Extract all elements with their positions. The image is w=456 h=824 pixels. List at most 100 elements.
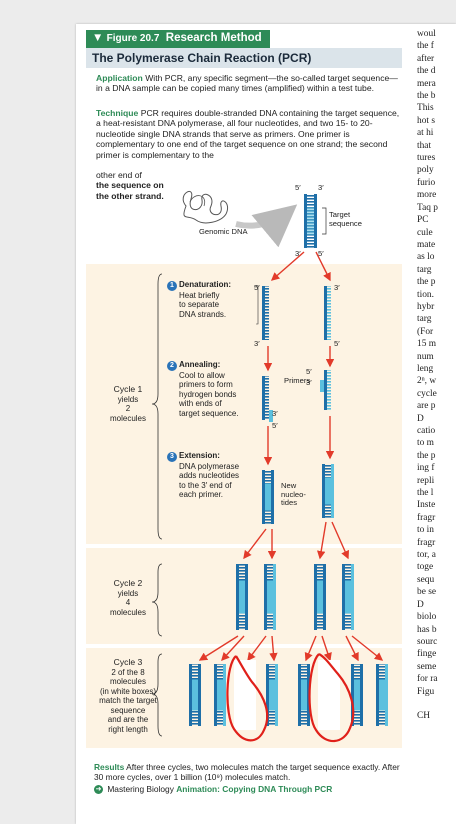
cycle-2-label: Cycle 2 yields 4 molecules	[109, 578, 146, 617]
side-text-line: cule	[417, 227, 433, 238]
target-dna-strand	[304, 194, 317, 248]
flow-arrow-icon	[270, 251, 305, 281]
matched-molecule-box	[318, 660, 340, 730]
side-text-line: tor, a	[417, 550, 436, 561]
side-text-line: after	[417, 53, 435, 64]
side-text-line: that	[417, 140, 432, 151]
side-text-line: D	[417, 599, 424, 610]
dna-double-strand	[298, 664, 310, 726]
five-prime-label: 5′	[295, 183, 301, 192]
dna-double-strand	[189, 664, 201, 726]
dna-single-strand	[324, 286, 331, 340]
side-text-line: ing f	[417, 463, 435, 474]
pcr-diagram	[151, 190, 388, 743]
three-prime-label: 3′	[295, 249, 301, 258]
application-paragraph: Application With PCR, any specific segme…	[96, 73, 401, 94]
side-text-line: leng	[417, 363, 434, 374]
flow-arrow-icon	[243, 528, 267, 560]
mastering-biology-link[interactable]: ➜ Mastering Biology Animation: Copying D…	[94, 784, 333, 795]
triangle-down-icon: ▼	[92, 32, 104, 44]
side-text-line: num	[417, 351, 434, 362]
side-text-line: the l	[417, 488, 434, 499]
side-text-line: are p	[417, 401, 436, 412]
side-text-line: 2ⁿ, w	[417, 376, 437, 387]
dna-double-strand	[322, 464, 334, 518]
side-text-line: hot s	[417, 115, 435, 126]
side-text-line: cycle	[417, 388, 437, 399]
annotation-circle	[308, 653, 355, 743]
side-text-line: D	[417, 413, 424, 424]
flow-arrow-icon	[317, 521, 327, 560]
flow-arrow-icon	[247, 635, 267, 662]
flow-arrow-icon	[351, 635, 384, 661]
side-text-line: hybr	[417, 301, 435, 312]
matched-molecule-box	[234, 660, 256, 730]
application-text: With PCR, any specific segment—the so-ca…	[96, 73, 398, 94]
side-text-line: as lo	[417, 252, 435, 263]
side-text-line: be se	[417, 587, 437, 598]
genomic-dna-label: Genomic DNA	[199, 227, 248, 236]
figure-title: The Polymerase Chain Reaction (PCR)	[86, 48, 402, 68]
results-text: After three cycles, two molecules match …	[94, 762, 400, 782]
three-prime-label: 3′	[254, 339, 260, 348]
side-text-line: poly	[417, 165, 434, 176]
cycle-1-label: Cycle 1 yields 2 molecules	[109, 384, 146, 423]
dna-double-strand	[264, 564, 276, 630]
figure-section: Research Method	[165, 32, 262, 44]
technique-text: PCR requires double-stranded DNA contain…	[96, 108, 400, 160]
side-text-line: mera	[417, 78, 436, 89]
side-text-line: has b	[417, 624, 437, 635]
three-prime-label: 3′	[318, 183, 324, 192]
side-text-line: repli	[417, 475, 435, 486]
side-text-line: mate	[417, 239, 436, 250]
side-text-line: (For	[417, 326, 434, 337]
figure-header: ▼ Figure 20.7 Research Method	[86, 30, 270, 50]
animation-link[interactable]: Animation: Copying DNA Through PCR	[176, 784, 333, 794]
step-number-badge: 1	[167, 281, 177, 291]
side-text-line: fragr	[417, 537, 436, 548]
results-label: Results	[94, 762, 125, 772]
genomic-dna-icon	[182, 190, 228, 224]
five-prime-label: 5′	[306, 367, 312, 376]
application-label: Application	[96, 73, 143, 83]
primers-label: Primers	[284, 376, 311, 385]
three-prime-label: 3′	[306, 378, 312, 387]
flow-arrow-icon	[331, 521, 349, 560]
five-prime-label: 5′	[272, 421, 278, 430]
side-text-line: seme	[417, 661, 437, 672]
dna-single-strand	[324, 370, 331, 410]
side-text-line: PC	[417, 215, 429, 226]
side-text-line: to m	[417, 438, 434, 449]
side-text-line: finge	[417, 649, 437, 660]
side-text-line: CH	[417, 711, 431, 722]
cycle-3-label: Cycle 3 2 of the 8 molecules (in white b…	[99, 657, 157, 734]
side-text-line	[417, 698, 456, 710]
technique-paragraph: Technique PCR requires double-stranded D…	[96, 108, 401, 160]
dna-double-strand	[266, 664, 278, 726]
side-text-line: sourc	[417, 636, 438, 647]
side-text-line: woul	[417, 29, 436, 39]
side-text-line: to in	[417, 525, 434, 536]
dna-single-strand	[262, 286, 269, 340]
side-text-line: more	[417, 190, 437, 201]
target-label: Target sequence	[329, 210, 362, 228]
side-text-line: sequ	[417, 574, 435, 585]
side-text-line: 15 m	[417, 339, 437, 350]
side-text-line: the b	[417, 91, 436, 102]
side-text-line: targ	[417, 314, 432, 325]
flow-arrow-icon	[198, 635, 239, 661]
side-text-line: catio	[417, 426, 436, 436]
side-text-line: for ra	[417, 674, 438, 685]
step-number-badge: 3	[167, 452, 177, 462]
side-text-line: tures	[417, 153, 436, 164]
three-prime-label: 3′	[334, 283, 340, 292]
cycle-1-panel	[86, 264, 402, 544]
flow-arrow-icon	[221, 635, 245, 662]
flow-arrow-icon	[315, 251, 331, 282]
technique-continuation: other end of the sequence on the other s…	[96, 170, 164, 201]
dna-double-strand	[351, 664, 363, 726]
dna-single-strand	[262, 376, 269, 420]
